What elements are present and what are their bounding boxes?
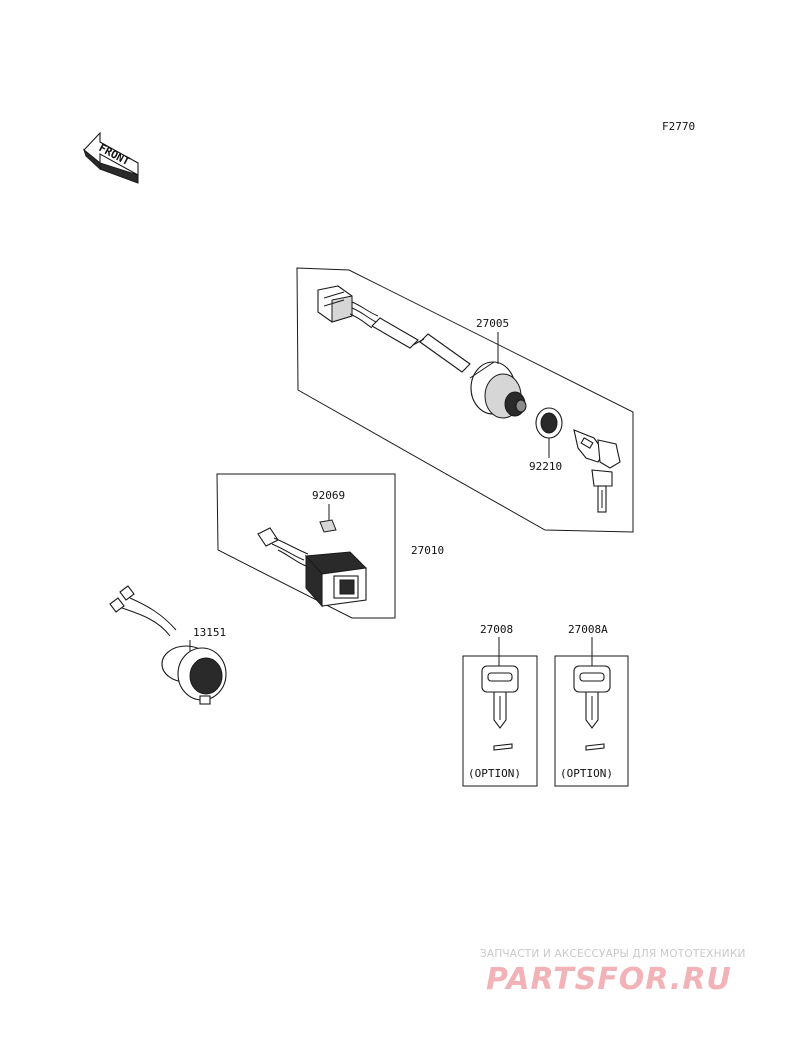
connector-plug — [317, 285, 379, 329]
watermark-caption: ЗАПЧАСТИ И АКСЕССУАРЫ ДЛЯ МОТОТЕХНИКИ — [480, 948, 746, 960]
callout-92069: 92069 — [312, 489, 345, 502]
front-arrow-icon: FRONT — [82, 131, 139, 184]
switch-assy-group: 92069 27010 — [216, 473, 444, 619]
callout-27008: 27008 — [480, 623, 513, 636]
option-frame — [462, 655, 538, 787]
socket-13151: 13151 — [109, 585, 227, 705]
clip — [319, 519, 337, 533]
ignition-switch-group: 27005 92210 — [296, 267, 634, 533]
callout-92210: 92210 — [529, 460, 562, 473]
ignition-switch-body — [469, 361, 527, 419]
option-label-27008A: (OPTION) — [560, 767, 613, 780]
diagram-code: F2770 — [662, 120, 695, 133]
key-blank-27008A: 27008A (OPTION) — [554, 623, 629, 787]
callout-27010: 27010 — [411, 544, 444, 557]
switch-cap — [535, 407, 563, 439]
group-frame — [296, 267, 634, 533]
group-frame — [216, 473, 396, 619]
push-switch — [304, 551, 368, 608]
key-blank-27008: 27008 (OPTION) — [462, 623, 538, 787]
watermark-brand-logo[interactable]: PARTSFOR.RU — [486, 962, 732, 997]
switch-cable — [371, 317, 471, 373]
ignition-keys — [573, 429, 621, 513]
callout-27008A: 27008A — [568, 623, 608, 636]
callout-13151: 13151 — [193, 626, 226, 639]
callout-27005: 27005 — [476, 317, 509, 330]
option-label-27008: (OPTION) — [468, 767, 521, 780]
